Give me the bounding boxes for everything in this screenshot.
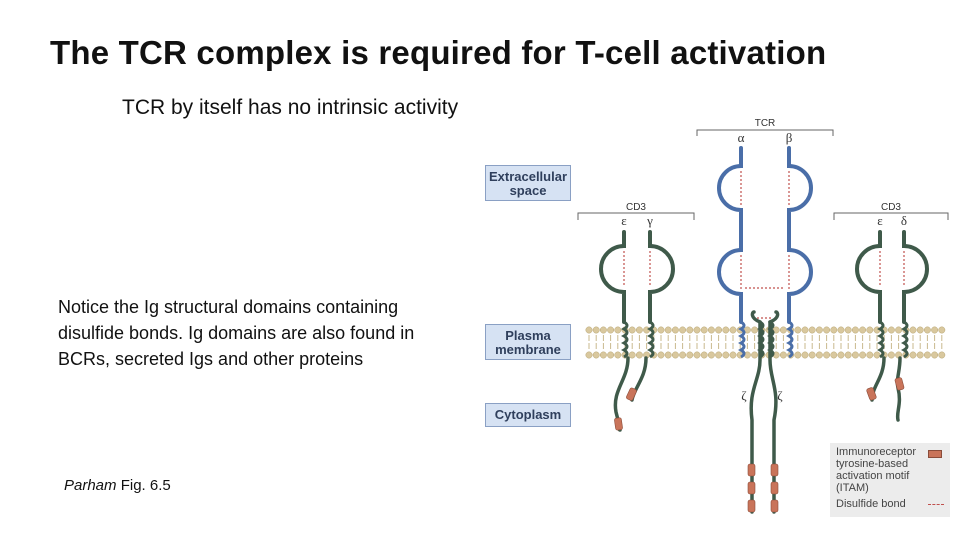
cd3-right-bracket	[833, 212, 949, 220]
cd3-right-label: CD3	[881, 202, 901, 213]
gamma-label: γ	[646, 213, 653, 228]
legend-itam: Immunoreceptor tyrosine-based activation…	[836, 446, 944, 494]
slide-title: The TCR complex is required for T-cell a…	[50, 34, 827, 71]
tcr-bracket	[696, 129, 834, 136]
cd3-epsilon-right-chain	[855, 230, 882, 324]
epsilon-left-label: ε	[621, 213, 627, 228]
cd3-left-bracket	[577, 212, 695, 220]
citation-author: Parham	[64, 477, 117, 494]
epsilon-right-label: ε	[877, 213, 883, 228]
itam-motifs	[614, 377, 905, 513]
cd3-delta-chain	[902, 230, 929, 324]
tcr-beta-chain	[787, 146, 813, 324]
zeta-right-label: ζ	[777, 388, 783, 403]
citation: Parham Fig. 6.5	[64, 477, 171, 494]
tcr-alpha-chain	[717, 146, 743, 324]
legend: Immunoreceptor tyrosine-based activation…	[830, 443, 950, 517]
alpha-label: α	[738, 130, 745, 145]
delta-label: δ	[901, 213, 907, 228]
disulfide-swatch-icon	[928, 504, 944, 505]
legend-itam-text: Immunoreceptor tyrosine-based activation…	[836, 446, 917, 494]
disulfide-bonds	[623, 171, 905, 319]
zeta-chains	[749, 310, 780, 514]
citation-ref: Fig. 6.5	[120, 477, 171, 494]
legend-disulfide-text: Disulfide bond	[836, 498, 906, 510]
beta-label: β	[786, 130, 793, 145]
plasma-membrane-label: Plasma membrane	[485, 324, 571, 360]
tcr-label: TCR	[755, 118, 776, 129]
cd3-epsilon-left-chain	[599, 230, 626, 324]
zeta-left-label: ζ	[741, 388, 747, 403]
cd3-gamma-chain	[648, 230, 675, 324]
extracellular-space-label: Extracellular space	[485, 165, 571, 201]
cytoplasm-label: Cytoplasm	[485, 403, 571, 427]
cd3-left-label: CD3	[626, 202, 646, 213]
plasma-membrane-bilayer	[585, 326, 946, 359]
note-text: Notice the Ig structural domains contain…	[58, 297, 415, 369]
itam-swatch-icon	[928, 450, 942, 458]
slide-subtitle: TCR by itself has no intrinsic activity	[122, 96, 459, 119]
legend-disulfide: Disulfide bond	[836, 498, 944, 510]
